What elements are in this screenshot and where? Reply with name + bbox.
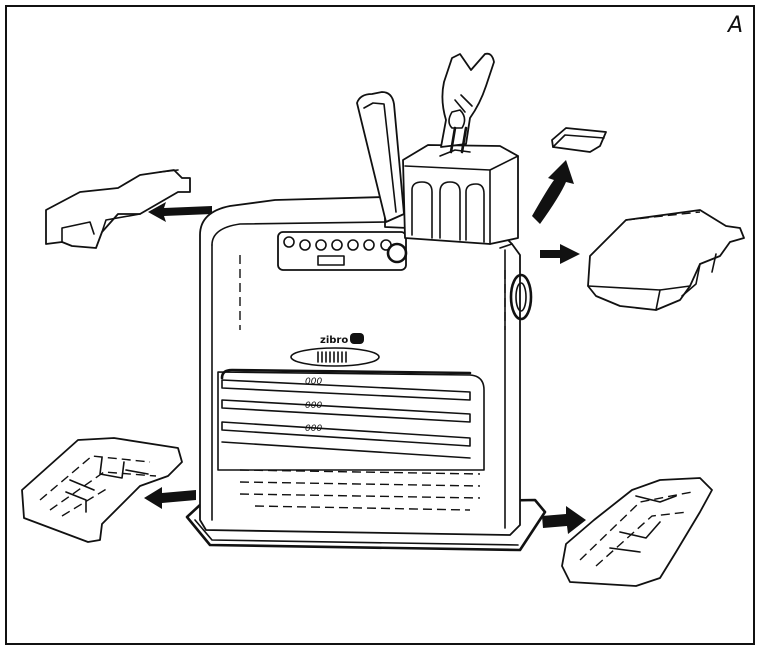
arrow-curved-up-icon [532,160,574,224]
arrow-left-icon [144,487,196,509]
tank-cap [551,127,607,153]
shelf-label-1: 000 [305,377,322,387]
shelf-label-2: 000 [305,401,322,411]
lower-vents [239,469,481,511]
hand [440,52,495,154]
arrow-right-icon [542,506,586,534]
brand-logo-text: zibro [320,335,348,346]
side-panel-bottom-left [21,437,183,543]
brand-logo: zibro [320,333,364,346]
display-window [290,347,380,367]
fuel-tank [402,144,519,245]
arrow-right-icon [540,244,580,264]
arrow-left-icon [148,202,212,222]
tank-lid [356,91,405,223]
figure-corner-label: A [727,13,743,38]
side-panel-top-left [45,169,191,249]
shelf-label-3: 000 [305,424,322,434]
control-panel [277,231,408,271]
side-panel-bottom-right [561,477,713,587]
side-panel-top-right [587,209,745,311]
heater-body [185,196,547,552]
heat-opening: 000 000 000 [217,368,485,471]
